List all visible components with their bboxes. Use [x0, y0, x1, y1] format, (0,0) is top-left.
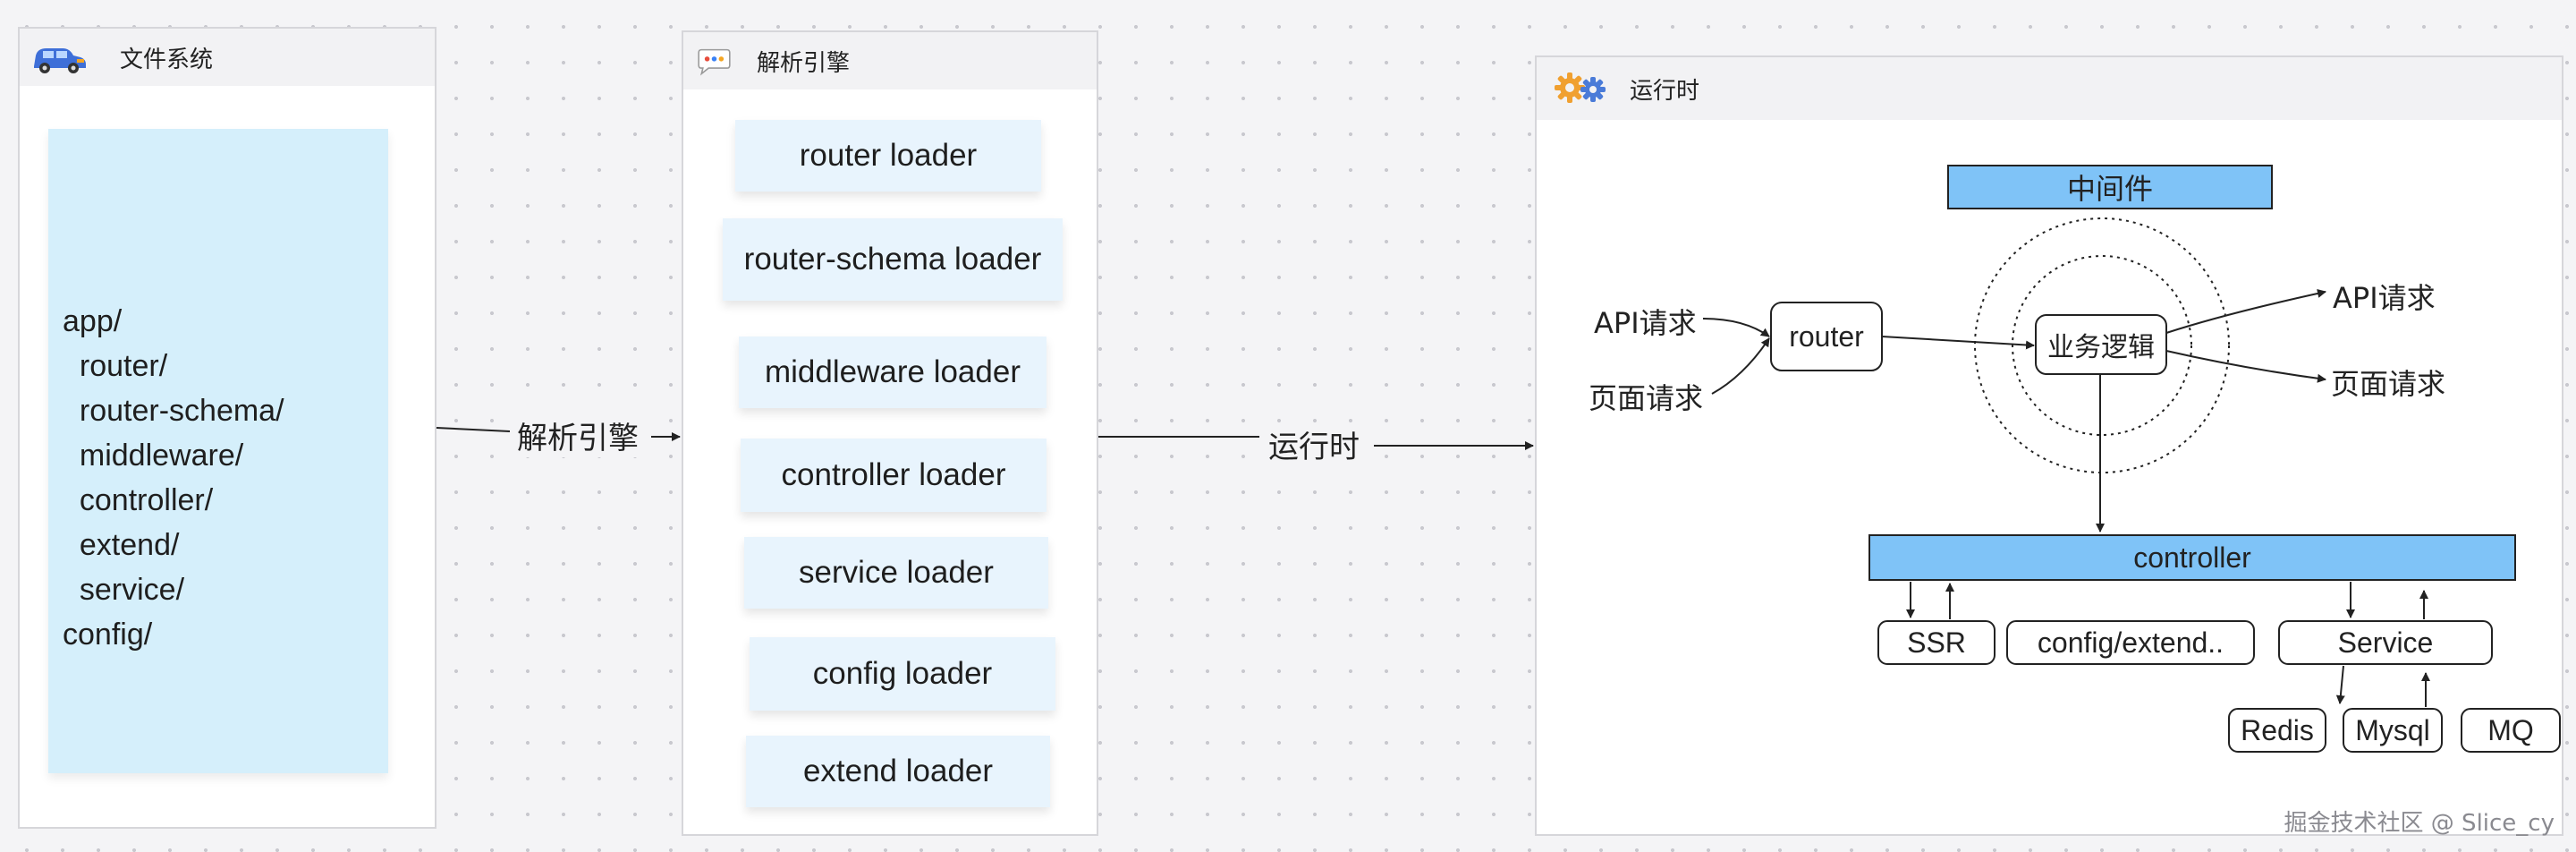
redis-box: [2228, 708, 2326, 753]
filesystem-title: 文件系统: [120, 46, 214, 73]
service-box: [2278, 620, 2493, 665]
mysql-label: Mysql: [2355, 713, 2430, 746]
tree-item: router/: [63, 349, 168, 383]
directory-tree: app/ router/ router-schema/ middleware/ …: [48, 129, 388, 773]
redis-label: Redis: [2241, 713, 2314, 746]
router-loader-box: router loader: [735, 120, 1041, 192]
config-extend-box: [2006, 620, 2255, 665]
api-request-out-label: API请求: [2333, 281, 2436, 315]
middleware-loader-box: middleware loader: [739, 337, 1046, 408]
tree-item: middleware/: [63, 439, 244, 473]
controller-label: controller: [2133, 541, 2251, 574]
edge-label-parse: 解析引擎: [510, 413, 646, 457]
mysql-box: [2343, 708, 2443, 753]
service-loader-box: service loader: [744, 537, 1048, 609]
router-schema-loader-box: router-schema loader: [723, 218, 1063, 301]
edge-logic-to-page: [2165, 350, 2326, 383]
config-extend-label: config/extend..: [2037, 626, 2224, 659]
ssr-box: [1877, 620, 1996, 665]
edge-logic-to-api: [2165, 289, 2326, 334]
edge-api-to-router: [1702, 318, 1770, 337]
extend-loader-box: extend loader: [746, 736, 1050, 807]
mq-label: MQ: [2487, 713, 2534, 746]
outer-dotted-ring: [1974, 217, 2230, 473]
filesystem-frame: 文件系统 app/ router/ router-schema/ middlew…: [18, 27, 436, 829]
tree-item: config/: [63, 618, 153, 652]
inner-dotted-ring: [2012, 255, 2192, 436]
tree-item: controller/: [63, 483, 214, 517]
controller-loader-box: controller loader: [741, 439, 1046, 512]
chat-bubble-icon: [698, 48, 731, 76]
router-label: router: [1789, 320, 1864, 353]
tree-item: router-schema/: [63, 394, 284, 428]
service-label: Service: [2337, 626, 2434, 659]
mq-box: [2461, 708, 2561, 753]
edge-fs-to-parser: [436, 427, 511, 432]
edge-page-to-router: [1711, 337, 1770, 395]
filesystem-header: 文件系统: [20, 29, 435, 86]
middleware-bar: [1947, 165, 2273, 209]
parser-header: 解析引擎: [683, 32, 1097, 89]
edge-service-to-redis: [2335, 665, 2345, 704]
tree-item: extend/: [63, 528, 180, 562]
watermark: 掘金技术社区 @ Slice_cy: [2284, 810, 2555, 837]
api-request-in-label: API请求: [1594, 306, 1697, 340]
car-icon: [34, 48, 86, 73]
parser-title: 解析引擎: [757, 49, 851, 77]
edge-label-runtime: 运行时: [1261, 422, 1367, 466]
tree-item: service/: [63, 573, 185, 607]
gears-icon: [1555, 72, 1606, 103]
edge-router-to-logic: [1881, 336, 2035, 350]
ssr-label: SSR: [1907, 626, 1966, 659]
runtime-header: 运行时: [1537, 57, 2562, 120]
middleware-label: 中间件: [2066, 172, 2153, 206]
page-request-out-label: 页面请求: [2331, 367, 2446, 401]
config-loader-box: config loader: [750, 637, 1055, 711]
tree-item: app/: [63, 304, 123, 338]
controller-bar: [1868, 534, 2516, 581]
page-request-in-label: 页面请求: [1589, 381, 1704, 415]
business-logic-label: 业务逻辑: [2047, 332, 2155, 363]
runtime-title: 运行时: [1630, 77, 1700, 105]
